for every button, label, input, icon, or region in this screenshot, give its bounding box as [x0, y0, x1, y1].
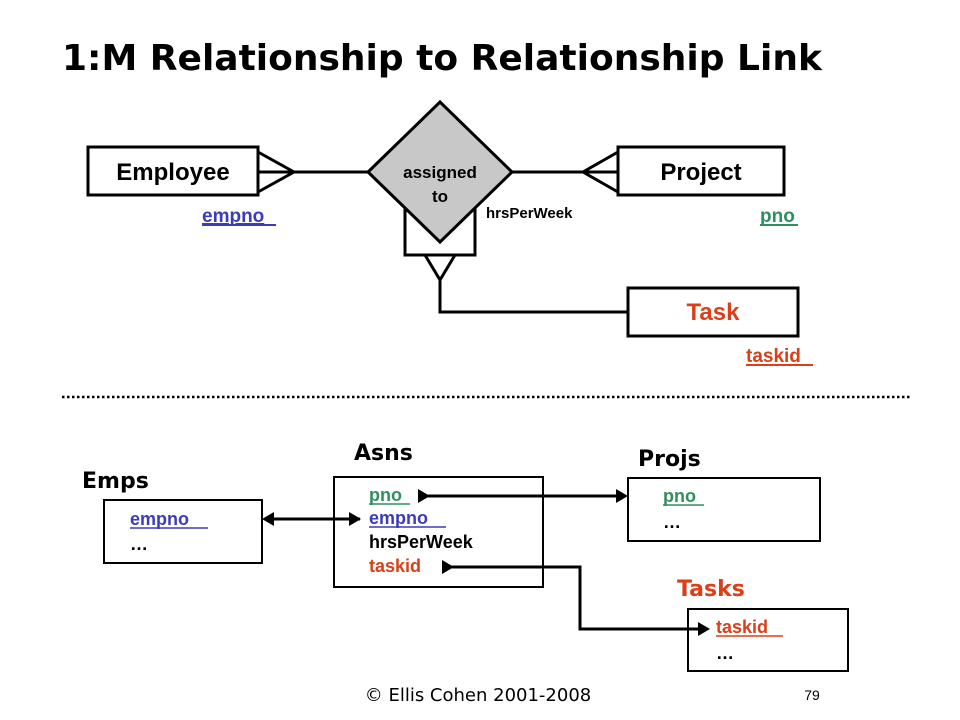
employee-entity [86, 145, 260, 197]
tasks-field-taskid: taskid [716, 617, 768, 637]
tasks-table [687, 608, 849, 672]
fk-arrowtail-asns-empno [349, 512, 361, 526]
projs-field-more: … [663, 512, 681, 532]
task-relationship-line [438, 280, 628, 314]
projs-field-pno: pno [663, 486, 696, 506]
emps-table [103, 499, 263, 564]
projs-table-name: Projs [638, 447, 701, 472]
project-entity [616, 145, 786, 197]
employee-entity-label: Employee [116, 159, 229, 186]
copyright-footer: © Ellis Cohen 2001-2008 [365, 685, 592, 706]
task-crowsfoot [423, 254, 457, 283]
asns-field-taskid: taskid [369, 556, 421, 576]
project-key-attr: pno [760, 206, 795, 227]
fk-link-taskid [452, 565, 700, 631]
emps-field-empno: empno [130, 509, 189, 529]
relational-schema: Emps empno … Asns pno empno hrsPerWeek t… [82, 441, 849, 672]
task-entity-label: Task [687, 299, 741, 326]
asns-table-name: Asns [354, 441, 413, 466]
tasks-table-name: Tasks [677, 577, 745, 602]
emps-table-name: Emps [82, 469, 149, 494]
page-number: 79 [804, 687, 820, 703]
asns-field-pno: pno [369, 485, 402, 505]
project-entity-label: Project [660, 159, 741, 186]
fk-arrowhead-projs [616, 489, 628, 503]
asns-field-empno: empno [369, 508, 428, 528]
employee-crowsfoot [257, 150, 298, 194]
relationship-diamond [365, 99, 515, 245]
relationship-attr: hrsPerWeek [486, 205, 573, 222]
asns-field-hrsperweek: hrsPerWeek [369, 532, 474, 552]
emps-field-more: … [130, 534, 148, 554]
fk-arrowtail-asns-taskid [442, 560, 454, 574]
relationship-label-line2: to [432, 187, 448, 206]
task-entity [626, 286, 800, 338]
tasks-field-more: … [716, 643, 734, 663]
projs-table [627, 477, 821, 542]
page-title: 1:M Relationship to Relationship Link [62, 38, 823, 79]
fk-arrowhead-emps [262, 512, 274, 526]
task-key-attr: taskid [746, 346, 801, 367]
project-crowsfoot [579, 150, 619, 194]
fk-arrowhead-tasks [698, 622, 710, 636]
employee-key-attr: empno [202, 206, 264, 227]
relationship-label-line1: assigned [403, 163, 477, 182]
fk-arrowtail-asns-pno [418, 489, 430, 503]
er-diagram: assigned to Employee Project Task empno … [86, 99, 813, 367]
